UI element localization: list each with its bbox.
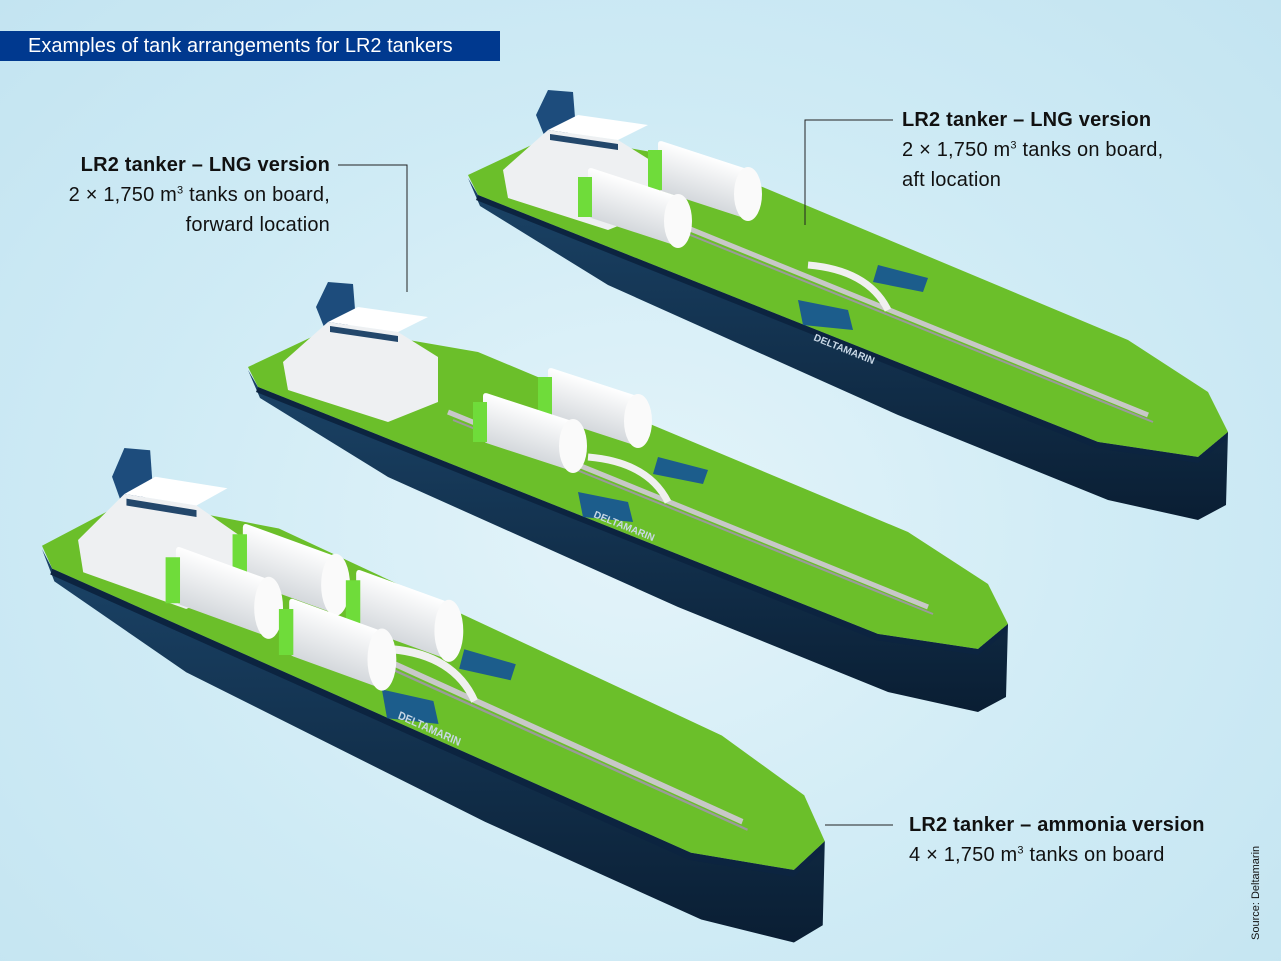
label-heading: LR2 tanker – LNG version bbox=[902, 109, 1152, 131]
label-heading: LR2 tanker – LNG version bbox=[80, 154, 330, 176]
label-location: aft location bbox=[902, 169, 1002, 191]
leader-line-aft bbox=[804, 119, 893, 225]
label-lng-forward: LR2 tanker – LNG version 2 × 1,750 m3 ta… bbox=[30, 150, 330, 240]
label-capacity: 2 × 1,750 m3 tanks on board, bbox=[68, 184, 330, 206]
label-location: forward location bbox=[185, 214, 330, 236]
source-credit: Source: Deltamarin bbox=[1250, 845, 1262, 940]
label-lng-aft: LR2 tanker – LNG version 2 × 1,750 m3 ta… bbox=[902, 105, 1163, 195]
ship-ammonia: DELTAMARIN bbox=[42, 448, 825, 943]
label-capacity: 4 × 1,750 m3 tanks on board bbox=[909, 844, 1165, 866]
ship-lng-aft: DELTAMARIN bbox=[468, 90, 1228, 520]
label-heading: LR2 tanker – ammonia version bbox=[909, 814, 1205, 836]
leader-line-forward bbox=[338, 164, 408, 292]
ship-lng-forward: DELTAMARIN bbox=[248, 282, 1008, 712]
label-capacity: 2 × 1,750 m3 tanks on board, bbox=[902, 139, 1164, 161]
label-ammonia: LR2 tanker – ammonia version 4 × 1,750 m… bbox=[909, 810, 1205, 870]
title-banner: Examples of tank arrangements for LR2 ta… bbox=[0, 31, 500, 61]
